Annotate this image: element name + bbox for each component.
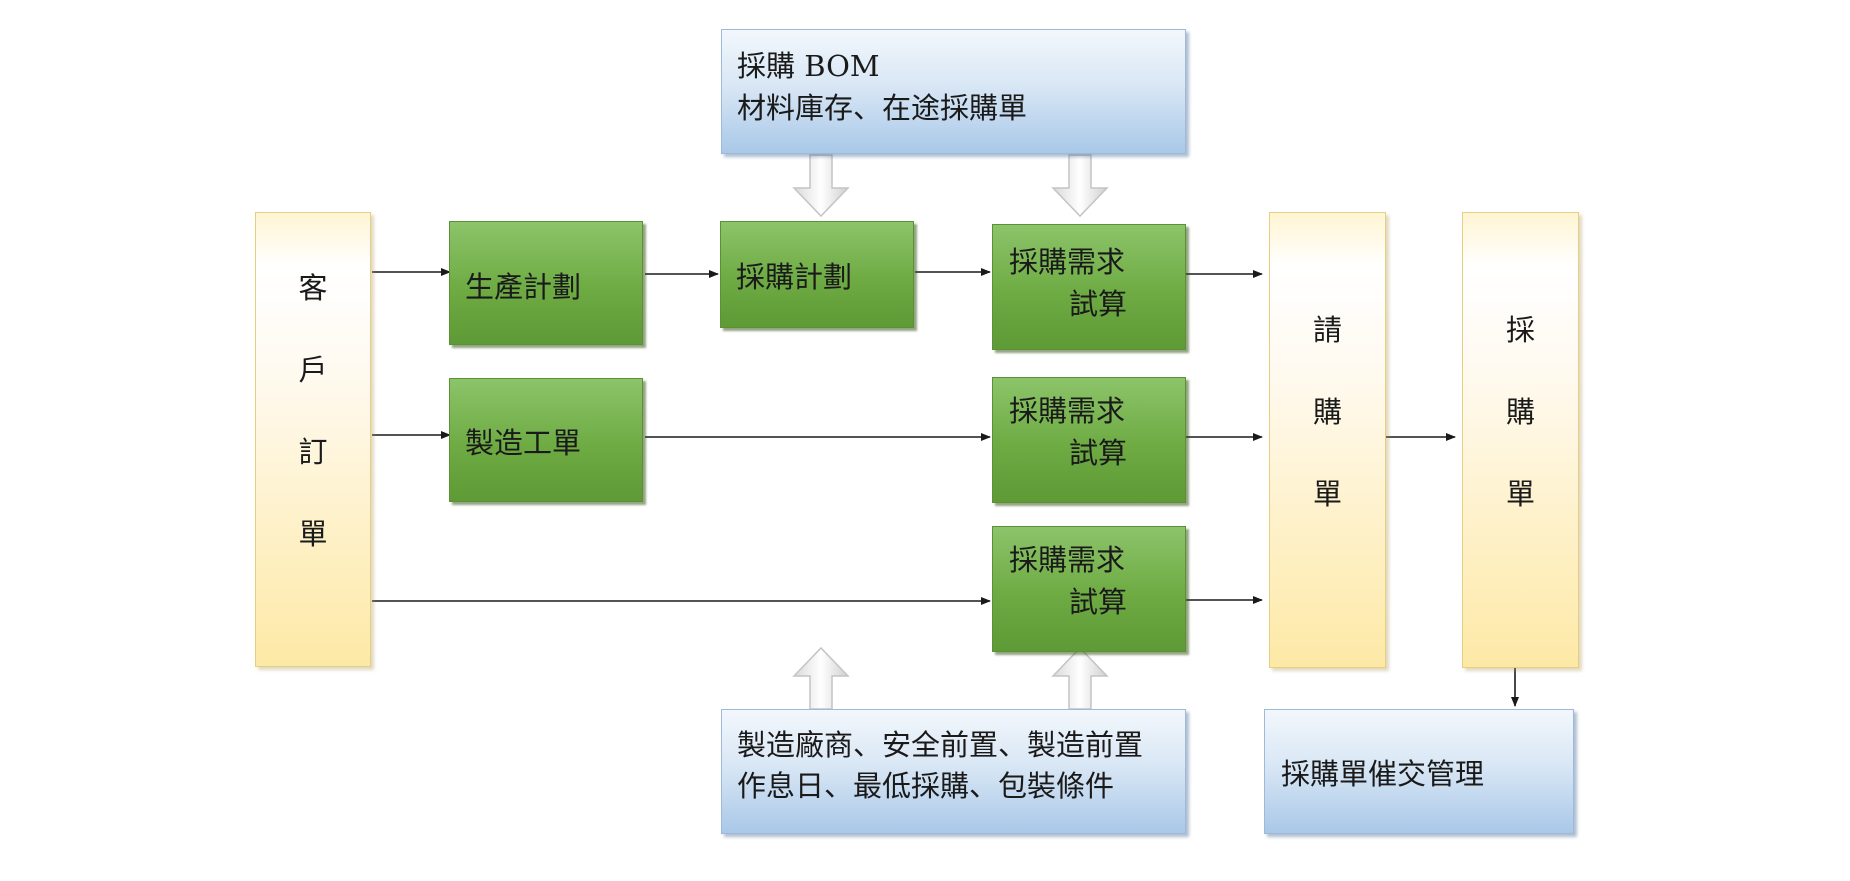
- manufacturing-order-box: 製造工單: [449, 378, 643, 502]
- manufacturing-order-label: 製造工單: [465, 426, 582, 460]
- calc-1-line1: 採購需求: [1009, 245, 1126, 279]
- big-down-arrow-1: [792, 154, 850, 218]
- customer-order-char: 訂: [298, 435, 328, 469]
- purchase-order-char: 採: [1505, 313, 1535, 347]
- purchase-demand-calc-box-2: 採購需求 試算: [992, 377, 1186, 503]
- purchase-requisition-box: 請 購 單: [1269, 212, 1386, 668]
- big-up-arrow-1: [792, 646, 850, 710]
- purchase-order-box: 採 購 單: [1462, 212, 1579, 668]
- calc-2-line1: 採購需求: [1009, 394, 1126, 428]
- requisition-char: 購: [1312, 395, 1342, 429]
- calc-3-line1: 採購需求: [1009, 543, 1126, 577]
- bottom-inputs-line1: 製造廠商、安全前置、製造前置: [737, 728, 1144, 762]
- purchase-demand-calc-box-3: 採購需求 試算: [992, 526, 1186, 652]
- calc-1-line2: 試算: [1069, 287, 1128, 321]
- big-down-arrow-2: [1051, 154, 1109, 218]
- customer-order-char: 單: [298, 517, 328, 551]
- requisition-char: 單: [1312, 477, 1342, 511]
- requisition-char: 請: [1312, 313, 1342, 347]
- customer-order-char: 客: [298, 271, 328, 305]
- top-inputs-line1: 採購 BOM: [737, 49, 880, 83]
- vendor-leadtime-conditions-box: 製造廠商、安全前置、製造前置 作息日、最低採購、包裝條件: [721, 709, 1186, 834]
- purchase-order-char: 單: [1505, 477, 1535, 511]
- production-plan-box: 生產計劃: [449, 221, 643, 345]
- expedite-label: 採購單催交管理: [1281, 757, 1485, 791]
- production-plan-label: 生產計劃: [465, 270, 582, 304]
- big-up-arrow-2: [1051, 646, 1109, 710]
- calc-3-line2: 試算: [1069, 585, 1128, 619]
- bottom-inputs-line2: 作息日、最低採購、包裝條件: [737, 769, 1115, 803]
- purchase-plan-box: 採購計劃: [720, 221, 914, 328]
- purchase-plan-label: 採購計劃: [736, 260, 853, 294]
- top-inputs-line2: 材料庫存、在途採購單: [737, 91, 1028, 125]
- purchase-bom-inventory-box: 採購 BOM 材料庫存、在途採購單: [721, 29, 1186, 154]
- purchase-demand-calc-box-1: 採購需求 試算: [992, 224, 1186, 350]
- purchase-order-char: 購: [1505, 395, 1535, 429]
- calc-2-line2: 試算: [1069, 436, 1128, 470]
- customer-order-box: 客 戶 訂 單: [255, 212, 371, 667]
- purchase-order-expedite-box: 採購單催交管理: [1264, 709, 1574, 834]
- customer-order-char: 戶: [298, 353, 328, 387]
